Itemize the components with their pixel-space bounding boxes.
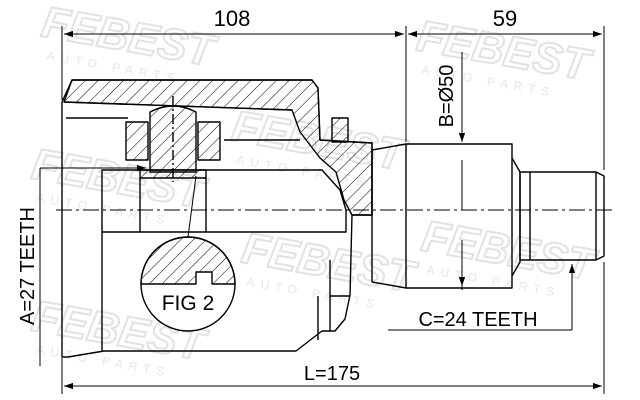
dim-label-108: 108	[214, 6, 251, 31]
dim-label-59: 59	[493, 6, 517, 31]
dim-label-c-teeth: C=24 TEETH	[418, 309, 537, 331]
watermark-6: FEBEST AUTO PARTS	[237, 223, 422, 312]
fig2-hatch	[140, 236, 236, 285]
spider-block-right	[197, 121, 221, 161]
watermark-5: FEBEST AUTO PARTS	[417, 211, 602, 300]
dim-label-diameter: B=Ø50	[436, 65, 458, 128]
boot-clamp	[331, 117, 349, 143]
spider-block-left	[125, 121, 149, 161]
cv-joint-drawing	[56, 79, 614, 358]
watermark-1: FEBEST AUTO PARTS	[37, 0, 222, 86]
shaft-main	[406, 143, 513, 289]
fig2-leader	[187, 175, 197, 238]
dim-label-a-teeth: A=27 TEETH	[17, 207, 39, 325]
housing-wall-hatch	[63, 79, 373, 216]
fig2-label: FIG 2	[162, 292, 215, 315]
dim-label-length: L=175	[304, 363, 360, 385]
dimension-lines	[39, 26, 605, 394]
shaft-neck	[371, 143, 407, 289]
